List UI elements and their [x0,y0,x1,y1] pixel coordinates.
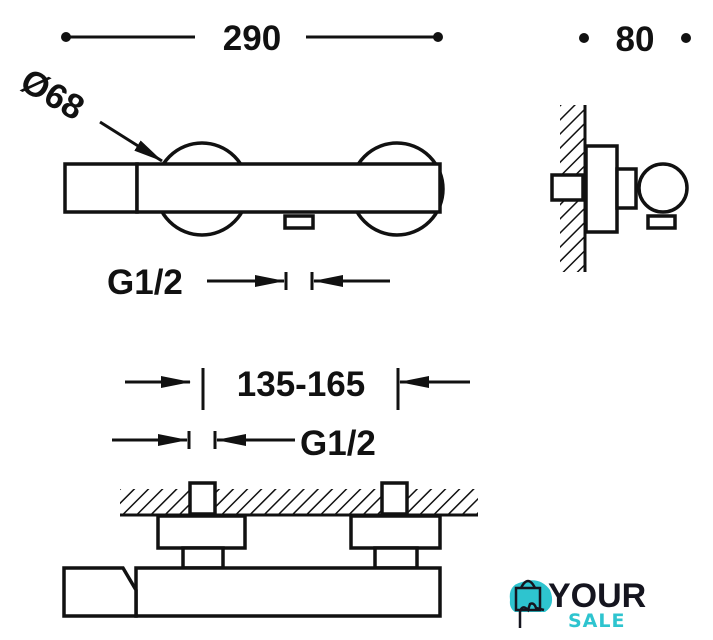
inlet-thread-label: G1/2 [300,424,376,463]
outlet-thread-dimension: G1/2 [107,263,390,302]
dimension-diameter: Ø68 [14,61,163,163]
inlet-thread-dimension: G1/2 [112,424,376,463]
logo-text-sale: SALE [568,610,625,632]
logo-text-your: YOUR [548,577,646,615]
centers-label: 135-165 [237,365,365,404]
top-view [63,141,445,237]
your-sale-logo: YOUR SALE [509,577,646,632]
centers-dimension: 135-165 [125,365,470,410]
dimension-290: 290 [61,19,443,58]
front-view [62,481,478,618]
dimension-290-label: 290 [223,19,281,58]
diameter-label: Ø68 [14,61,91,128]
hand-icon [518,602,545,628]
side-view [550,105,689,272]
dimension-80: 80 [579,20,691,59]
outlet-thread-label: G1/2 [107,263,183,302]
dimension-80-label: 80 [616,20,655,59]
